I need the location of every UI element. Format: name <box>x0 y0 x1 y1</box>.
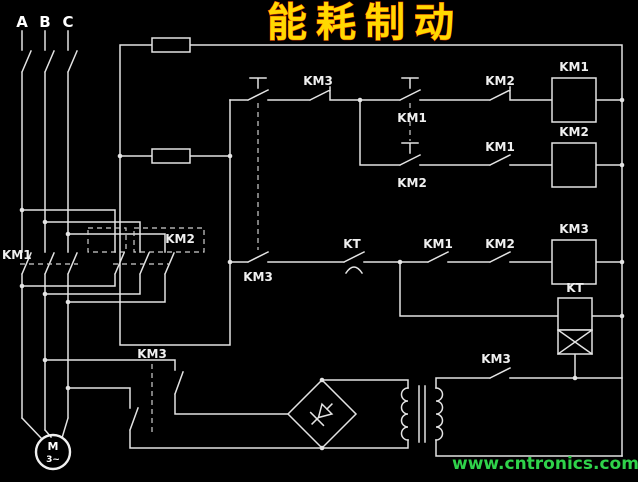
r3-kt-contact-label: KT <box>343 237 361 251</box>
fuse-2 <box>151 148 191 164</box>
transformer-primary-wiring <box>435 366 623 457</box>
contactor-coils <box>551 77 597 285</box>
control-rung-1 <box>229 77 623 250</box>
control-rung-3 <box>229 250 623 275</box>
diagram-title: 能耗制动 <box>267 0 463 46</box>
km2-main-label: KM2 <box>165 232 195 246</box>
motor-letter: M <box>48 440 59 453</box>
watermark: www.cntronics.com <box>452 454 638 474</box>
transformer-primary-winding <box>435 387 444 441</box>
bridge-rectifier <box>286 378 358 450</box>
transformer-secondary-winding <box>400 387 409 441</box>
km2-coil <box>551 142 597 188</box>
motor-phase-mark: 3~ <box>46 455 60 465</box>
control-rung-2 <box>359 99 623 167</box>
r1-km3-contact-label: KM3 <box>303 74 333 88</box>
km2-coil-label: KM2 <box>559 125 589 139</box>
phase-b-label: B <box>39 13 50 31</box>
phase-c-label: C <box>62 13 73 31</box>
junction-dots <box>19 97 625 451</box>
km1-coil-label: KM1 <box>559 60 589 74</box>
interlock-box-left <box>87 227 127 253</box>
kt-delay-cross <box>556 328 594 356</box>
kt-coil-label: KT <box>566 281 584 295</box>
braking-dc-wiring <box>44 359 409 449</box>
km3-brake-label: KM3 <box>137 347 167 361</box>
km3-coil-label: KM3 <box>559 222 589 236</box>
r2-km2-contact-label: KM2 <box>397 176 427 190</box>
phase-a-label: A <box>16 13 28 31</box>
kt-relay-branch <box>399 261 623 379</box>
fuse-1 <box>151 37 191 53</box>
r3-km3-contact-label: KM3 <box>243 270 273 284</box>
km1-coil <box>551 77 597 123</box>
motor-circle <box>34 433 72 471</box>
r1-km2-contact-label: KM2 <box>485 74 515 88</box>
r3-km1-contact-label: KM1 <box>423 237 453 251</box>
main-power-wiring <box>20 30 78 441</box>
km2-branch-wiring <box>21 209 205 303</box>
motor-symbol: M 3~ <box>34 433 72 471</box>
r2-km1-contact-label: KM1 <box>485 140 515 154</box>
control-rails <box>119 37 623 457</box>
km1-main-label: KM1 <box>2 248 32 262</box>
transformer-core <box>418 385 426 443</box>
km3-transformer-contact-label: KM3 <box>481 352 511 366</box>
interlock-box-right <box>133 227 205 253</box>
r3-km2-contact-label: KM2 <box>485 237 515 251</box>
km3-coil <box>551 239 597 285</box>
phase-labels: A B C <box>16 13 73 31</box>
r1-km1-contact-label: KM1 <box>397 111 427 125</box>
kt-coil <box>557 297 593 331</box>
diode-icon <box>309 402 334 427</box>
transformer <box>400 385 444 443</box>
